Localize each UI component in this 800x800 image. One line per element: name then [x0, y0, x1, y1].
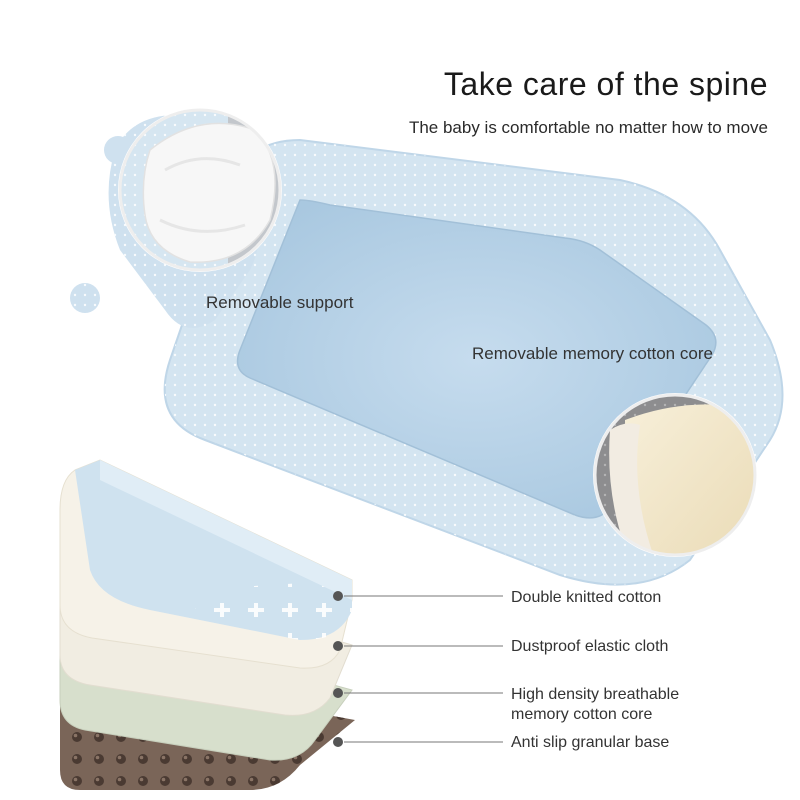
layer-leaders: [333, 591, 503, 747]
layer-stack: [59, 459, 355, 790]
layer-label-memory-core: High density breathable memory cotton co…: [511, 685, 679, 725]
support-detail-zoom: [118, 108, 282, 272]
headline: Take care of the spine: [443, 66, 768, 102]
layer-label-memory-core-line1: High density breathable: [511, 686, 680, 703]
layer-label-elastic-cloth: Dustproof elastic cloth: [511, 638, 669, 655]
callout-memory-core: Removable memory cotton core: [472, 344, 713, 363]
layer-label-memory-core-line2: memory cotton core: [511, 706, 653, 723]
callout-removable-support: Removable support: [206, 293, 354, 312]
layer-label-knitted-cotton: Double knitted cotton: [511, 589, 662, 606]
subheadline: The baby is comfortable no matter how to…: [408, 118, 768, 137]
core-detail-zoom: [593, 393, 757, 557]
layer-label-granular-base: Anti slip granular base: [511, 734, 670, 751]
